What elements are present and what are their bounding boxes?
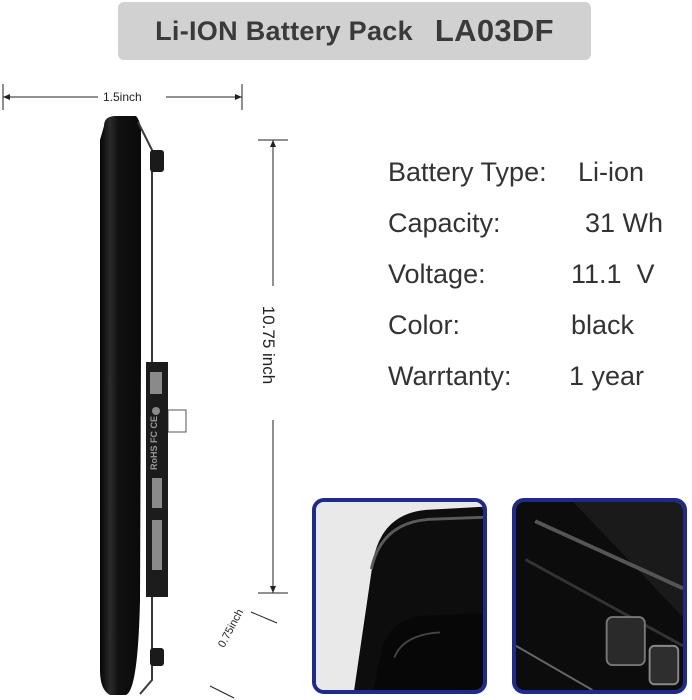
- battery-connector: [167, 409, 187, 433]
- detail-photo-clip: [512, 498, 687, 694]
- spec-row-battery-type: Battery Type: Li-ion: [388, 148, 678, 199]
- spec-value: 1 year: [569, 361, 645, 391]
- spec-row-color: Color: black: [388, 301, 678, 352]
- spec-row-capacity: Capacity: 31 Wh: [388, 199, 678, 250]
- battery-clip-top: [150, 150, 164, 172]
- certification-marks: RoHS FC CE: [149, 416, 159, 470]
- battery-clip-bottom: [150, 648, 164, 666]
- battery-body: [100, 116, 141, 695]
- spec-label: Warrtanty:: [388, 361, 512, 391]
- spec-label: Battery Type:: [388, 157, 547, 187]
- spec-value: Li-ion: [578, 157, 645, 187]
- spec-value: 31 Wh: [585, 208, 664, 238]
- spec-label: Voltage:: [388, 259, 486, 289]
- spec-value: 11.1 V: [571, 259, 655, 289]
- title-banner: Li-ION Battery Pack LA03DF: [118, 2, 591, 60]
- spec-label: Capacity:: [388, 208, 501, 238]
- model-number: LA03DF: [434, 13, 554, 48]
- spec-label: Color:: [388, 310, 461, 340]
- product-title: Li-ION Battery Pack: [155, 15, 413, 46]
- spec-value: black: [571, 310, 635, 340]
- spec-row-warranty: Warrtanty: 1 year: [388, 352, 678, 403]
- spec-list: Battery Type: Li-ion Capacity: 31 Wh Vol…: [388, 148, 678, 403]
- width-dimension-label: 1.5inch: [103, 90, 142, 104]
- detail-photo-end-cap: [312, 498, 487, 694]
- spec-row-voltage: Voltage: 11.1 V: [388, 250, 678, 301]
